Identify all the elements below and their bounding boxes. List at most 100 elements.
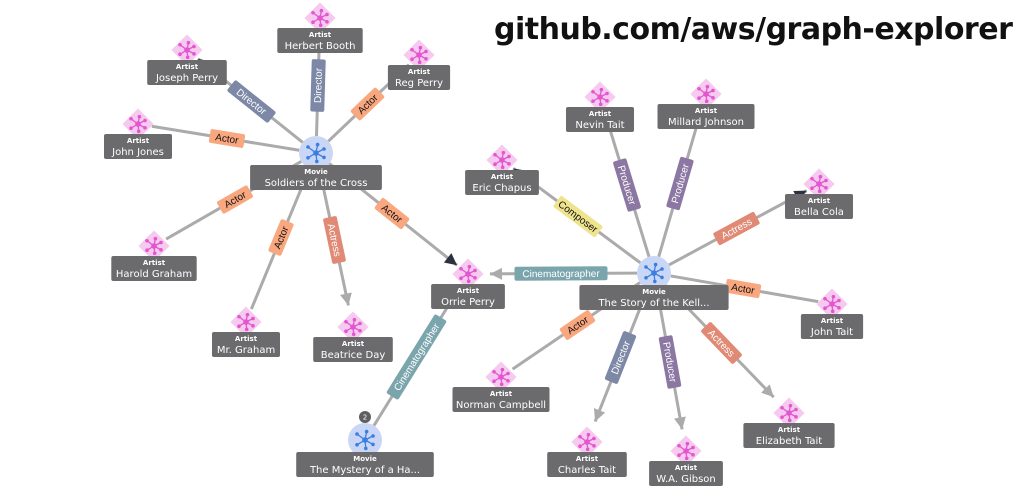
- edge-label[interactable]: Cinematographer: [514, 266, 608, 281]
- edge-label[interactable]: Actor: [268, 219, 294, 257]
- node-name-label: Mr. Graham: [217, 345, 275, 356]
- node-label-box: [313, 337, 393, 362]
- edge-label-bg: [666, 156, 694, 211]
- edge-label-bg: [386, 314, 447, 400]
- edge-label[interactable]: Producer: [613, 158, 642, 212]
- node-name-label: The Mystery of a Ha...: [309, 465, 420, 476]
- edge-label[interactable]: Actor: [208, 129, 246, 148]
- edge-producer[interactable]: Producer: [657, 107, 705, 258]
- edge-label[interactable]: Director: [310, 59, 326, 112]
- node-type-label: Movie: [642, 288, 666, 296]
- node-name-label: Nevin Tait: [575, 120, 624, 131]
- node-type-label: Artist: [309, 31, 332, 39]
- edge-label-text: Producer: [660, 341, 678, 384]
- edge-label[interactable]: Actress: [323, 216, 346, 264]
- edge-label-text: Actress: [325, 223, 343, 258]
- neighbor-count-badge: 2: [359, 411, 371, 423]
- edge-label[interactable]: Cinematographer: [386, 314, 447, 400]
- edge-label-bg: [604, 331, 637, 384]
- edge-label[interactable]: Actor: [216, 185, 253, 215]
- arrowhead-icon: [761, 384, 774, 398]
- node-name-label: John Tait: [810, 327, 853, 338]
- node-label-box: [743, 423, 835, 448]
- edge-actor[interactable]: Actor: [249, 168, 311, 310]
- arrowhead-icon: [674, 416, 686, 430]
- node-type-label: Artist: [408, 68, 431, 76]
- graph-node-icon: [810, 174, 828, 194]
- graph-node-icon: [145, 236, 163, 256]
- node-label-box: [579, 285, 729, 310]
- edge-label-bg: [553, 196, 603, 237]
- node-label-box: [104, 134, 172, 159]
- node-label-box: [566, 107, 634, 132]
- edge-actor[interactable]: Actor: [151, 124, 300, 152]
- node-type-label: Artist: [675, 464, 698, 472]
- node-type-label: Artist: [143, 259, 166, 267]
- node-type-label: Artist: [457, 287, 480, 295]
- edge-producer[interactable]: Producer: [601, 109, 651, 258]
- edge-cinematographer[interactable]: Cinematographer: [489, 266, 638, 281]
- edge-label-bg: [350, 87, 385, 121]
- edge-label[interactable]: Actor: [724, 278, 762, 299]
- edge-label[interactable]: Actor: [350, 87, 385, 121]
- edge-label[interactable]: Actor: [374, 197, 410, 230]
- edge-label-bg: [613, 158, 641, 212]
- edge-label[interactable]: Director: [227, 80, 277, 124]
- node-type-label: Movie: [353, 455, 377, 463]
- edge-actor[interactable]: Actor: [670, 274, 819, 304]
- edge-actress[interactable]: Actress: [318, 169, 352, 306]
- edge-label[interactable]: Producer: [666, 156, 694, 211]
- graph-node-icon: [780, 403, 798, 423]
- node-name-label: Orrie Perry: [441, 297, 495, 308]
- edge-producer[interactable]: Producer: [655, 289, 686, 430]
- edge-label-bg: [323, 216, 346, 264]
- node-name-label: Elizabeth Tait: [756, 436, 823, 447]
- edge-label[interactable]: Producer: [658, 335, 682, 389]
- node-label-box: [547, 452, 627, 477]
- node-name-label: Charles Tait: [558, 465, 616, 476]
- node-name-label: John Jones: [111, 147, 164, 158]
- edge-label[interactable]: Actress: [713, 211, 761, 246]
- graph-node-icon: [306, 142, 326, 164]
- edge-label[interactable]: Composer: [553, 195, 603, 237]
- edge-label-bg: [514, 266, 608, 281]
- edge-label-bg: [701, 322, 742, 364]
- node-type-label: Artist: [808, 197, 831, 205]
- node-name-label: Bella Cola: [794, 207, 844, 218]
- edge-label[interactable]: Director: [604, 331, 637, 385]
- node-label-box: [452, 387, 550, 412]
- node-name-label: Soldiers of the Cross: [265, 178, 368, 189]
- node-label-box: [147, 60, 227, 85]
- node-label-box: [212, 332, 280, 357]
- edge-label[interactable]: Actor: [559, 309, 596, 340]
- arrowhead-icon: [593, 408, 606, 422]
- edge-label-bg: [559, 310, 596, 340]
- node-name-label: W.A. Gibson: [656, 474, 715, 485]
- edge-label-bg: [217, 185, 253, 214]
- node-type-label: Artist: [490, 390, 513, 398]
- graph-node-icon: [410, 45, 428, 65]
- edge-label[interactable]: Actress: [700, 321, 742, 364]
